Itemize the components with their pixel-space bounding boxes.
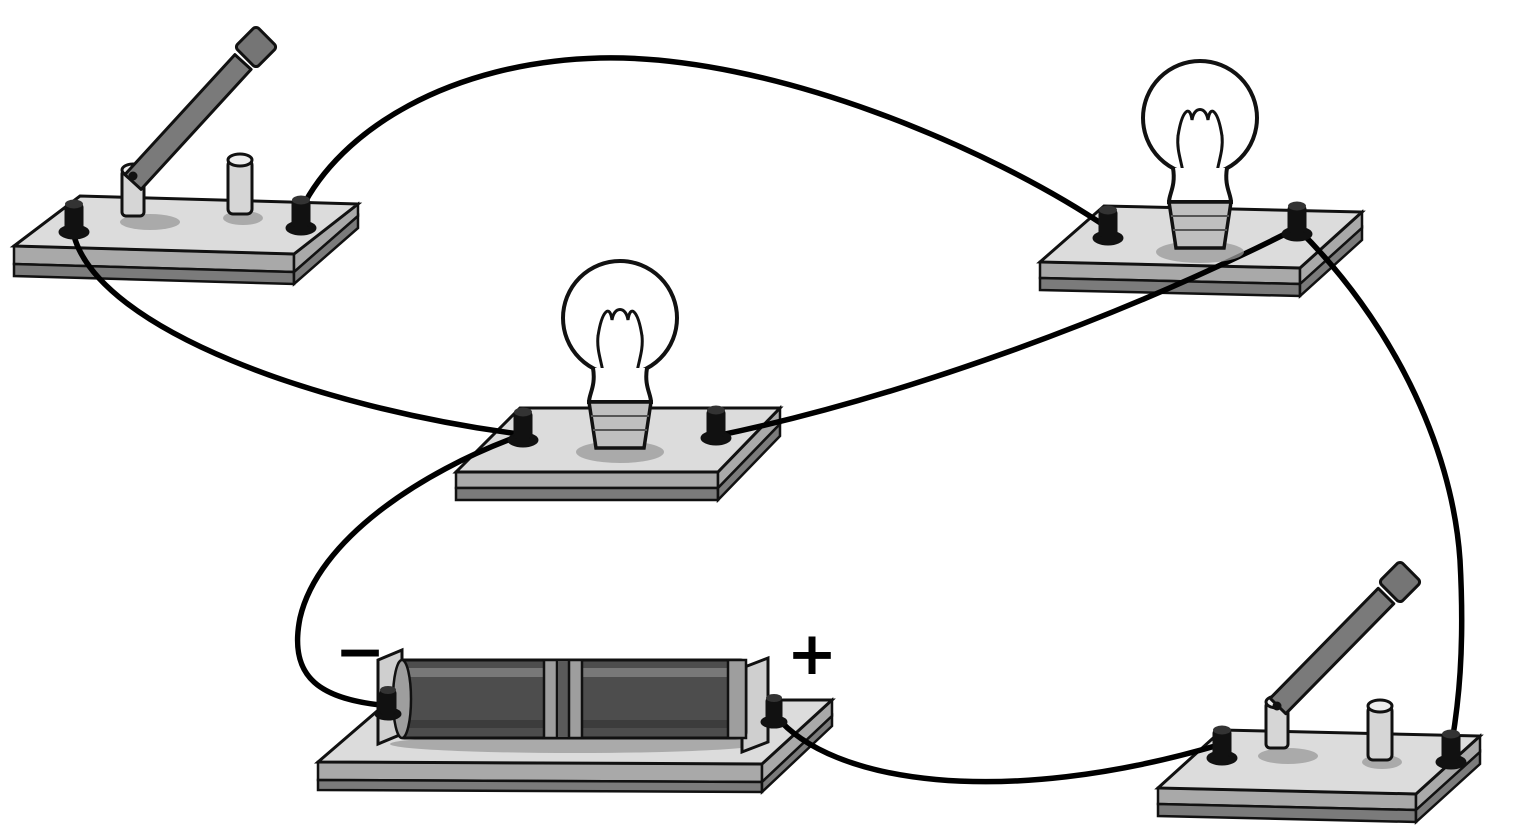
terminal-post-left	[507, 407, 539, 448]
switch-lever	[123, 53, 253, 191]
battery-positive-label: +	[787, 619, 837, 689]
plate-front-dark-strip	[454, 486, 720, 502]
wire-switch-tl-to-bulb-middle	[71, 233, 522, 437]
terminal-post-right	[285, 195, 317, 236]
terminal-post-left	[58, 199, 90, 240]
pivot-pin	[128, 171, 138, 181]
switch-handle	[234, 25, 278, 69]
plate-right-dark-strip	[1414, 749, 1482, 825]
bulb-neck	[1166, 167, 1234, 204]
bulb-glass	[1141, 59, 1259, 177]
pivot-shadow	[120, 214, 180, 230]
battery-negative-label: −	[335, 617, 385, 687]
bulb-middle-base-plate	[452, 404, 784, 504]
cell-junction-ring-right	[567, 658, 584, 740]
switch-contact-post	[1366, 698, 1394, 762]
battery-right-end-ring	[726, 658, 748, 740]
bulb-filament	[596, 308, 644, 338]
terminal-post-left	[1206, 725, 1238, 766]
wire-switch-tl-to-bulb-tr	[298, 55, 1111, 231]
plate-right-dark-strip	[292, 213, 360, 287]
wire-bulb-middle-to-battery-negative	[294, 433, 522, 709]
switch-lever	[1268, 586, 1396, 716]
battery-terminal-positive	[760, 694, 788, 729]
bulb-screw-base	[1166, 200, 1234, 250]
terminal-post-right	[1281, 201, 1313, 242]
switch-contact-post	[226, 152, 254, 216]
battery-pack: − +	[335, 617, 837, 755]
plate-right-dark-strip	[716, 420, 782, 504]
bulb-holder-top-right	[1092, 59, 1313, 263]
plate-front-face	[454, 470, 720, 490]
bulb-filament	[1176, 108, 1224, 138]
bulb-holder-middle	[507, 259, 732, 463]
switch-bottom-right-base-plate	[1154, 728, 1484, 825]
terminal-post-right	[1435, 729, 1467, 770]
cell-junction-ring-left	[542, 658, 559, 740]
terminal-post-right	[700, 405, 732, 446]
wire-bulb-middle-to-bulb-tr	[713, 225, 1300, 439]
knife-switch-top-left	[58, 25, 317, 240]
battery-terminal-negative	[374, 686, 402, 721]
wire-bulb-tr-to-switch-br	[1296, 227, 1465, 745]
knife-switch-bottom-right	[1206, 560, 1467, 770]
wires	[71, 55, 1465, 785]
switch-handle	[1378, 560, 1422, 604]
cell-junction-gap	[556, 659, 570, 739]
bulb-glass	[561, 259, 679, 377]
bulb-screw-base	[586, 400, 654, 450]
plate-right-dark-strip	[760, 713, 834, 795]
terminal-post-left	[1092, 205, 1124, 246]
switch-top-left-base-plate	[9, 194, 363, 287]
bulb-neck	[586, 367, 654, 404]
pivot-shadow	[1258, 748, 1318, 764]
plate-top-face	[9, 194, 363, 256]
pivot-pin	[1272, 701, 1282, 711]
wire-battery-positive-to-switch-br	[773, 713, 1225, 785]
plate-front-dark-strip	[316, 778, 764, 794]
